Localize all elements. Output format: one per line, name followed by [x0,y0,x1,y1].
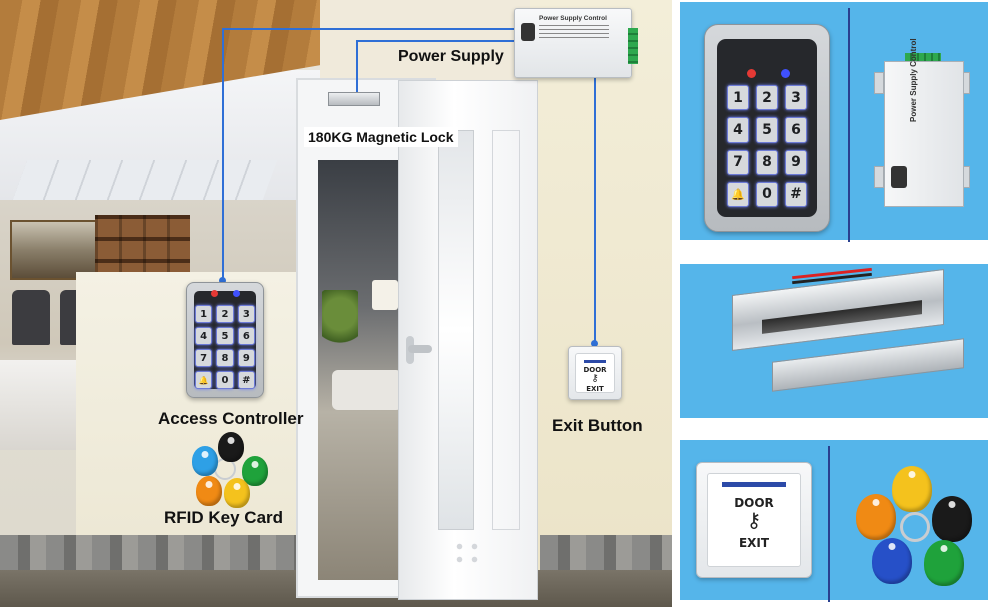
mounting-ear [874,166,884,188]
door-glass-panel [438,130,474,530]
power-supply-unit-large: Power Supply Control [884,38,964,207]
rfid-fob-green [924,540,964,586]
ceiling-light-panel [12,160,278,200]
sofa [332,370,402,410]
office-chair [12,290,50,345]
exit-button-face[interactable]: DOOR ⚷ EXIT [575,353,615,393]
rfid-fob-orange [196,476,222,506]
key-2[interactable]: 2 [756,85,778,111]
stone-baseboard [540,535,672,575]
panel-divider [828,446,830,602]
exit-button-device-large: DOOR ⚷ EXIT [696,462,812,578]
key-4[interactable]: 4 [727,117,749,143]
key-9[interactable]: 9 [785,149,807,175]
key-hash[interactable]: # [785,181,807,207]
mounting-ear [874,72,884,94]
key-7[interactable]: 7 [727,149,749,175]
terminal-block [905,53,941,63]
power-supply-unit: Power Supply Control [514,8,632,78]
magnetic-lock [328,92,380,106]
panel-divider [848,8,850,242]
exit-exit-text: EXIT [586,385,604,393]
key-0[interactable]: 0 [216,371,234,389]
key-6[interactable]: 6 [237,327,255,345]
exit-button-device: DOOR ⚷ EXIT [568,346,622,400]
door-side-panel [492,130,520,530]
door-vent-dots [452,540,482,566]
exit-door-text: DOOR [583,366,607,374]
key-0[interactable]: 0 [756,181,778,207]
key-9[interactable]: 9 [237,349,255,367]
exit-indicator-strip [584,360,606,363]
exit-button-label: Exit Button [552,416,643,435]
rfid-fob-green [242,456,268,486]
rfid-key-card-label: RFID Key Card [164,508,284,527]
wire-controller-vertical [222,28,224,280]
magnetic-lock-label: 180KG Magnetic Lock [304,127,458,147]
wire-lock-top [356,40,514,42]
key-hash[interactable]: # [237,371,255,389]
rfid-fob-black [218,432,244,462]
rfid-fob-orange [856,494,896,540]
access-controller-label: Access Controller [158,409,304,428]
access-controller-keypad-large: 1 2 3 4 5 6 7 8 9 🔔 0 # [704,24,830,232]
table-lamp [372,280,398,310]
key-3[interactable]: 3 [237,305,255,323]
installation-scene: Power Supply Control 1 2 3 4 5 6 7 8 9 🔔… [0,0,672,607]
key-1[interactable]: 1 [195,305,213,323]
wire-lock-vertical [356,40,358,94]
psu-title: Power Supply Control [909,38,918,122]
key-8[interactable]: 8 [756,149,778,175]
stone-baseboard [0,535,300,575]
wire-exit-vertical [594,78,596,344]
psu-title: Power Supply Control [539,15,607,22]
brand-logo-icon [521,23,535,41]
wire-node [219,277,226,284]
key-2[interactable]: 2 [216,305,234,323]
bell-icon[interactable]: 🔔 [727,181,749,207]
keypad-keys: 1 2 3 4 5 6 7 8 9 🔔 0 # [195,305,255,389]
key-7[interactable]: 7 [195,349,213,367]
exit-indicator-strip [722,482,786,487]
rfid-fob-yellow [892,466,932,512]
blue-led-icon [781,69,790,78]
psu-spec-lines [539,25,609,39]
exit-button-face[interactable]: DOOR ⚷ EXIT [707,473,801,567]
key-icon: ⚷ [746,508,762,532]
red-led-icon [211,290,218,297]
exit-door-text: DOOR [734,496,774,510]
key-6[interactable]: 6 [785,117,807,143]
key-4[interactable]: 4 [195,327,213,345]
rfid-fob-yellow [224,478,250,508]
door-handle [408,345,432,353]
terminal-block [628,28,638,64]
keypad-keys: 1 2 3 4 5 6 7 8 9 🔔 0 # [727,85,807,207]
key-3[interactable]: 3 [785,85,807,111]
power-supply-label: Power Supply [398,48,504,65]
bell-icon[interactable]: 🔔 [195,371,213,389]
wire-node [591,340,598,347]
rfid-fob-blue [872,538,912,584]
exit-exit-text: EXIT [738,536,770,550]
key-8[interactable]: 8 [216,349,234,367]
wire-controller-top [222,28,514,30]
red-led-icon [747,69,756,78]
key-ring [900,512,930,542]
access-controller-keypad: 1 2 3 4 5 6 7 8 9 🔔 0 # [186,282,264,398]
right-wall [530,0,672,607]
rfid-fob-blue-light [192,446,218,476]
key-1[interactable]: 1 [727,85,749,111]
potted-plant [322,290,358,350]
brand-logo-icon [891,166,907,188]
key-icon: ⚷ [591,373,599,384]
rfid-fob-black [932,496,972,542]
key-5[interactable]: 5 [756,117,778,143]
blue-led-icon [233,290,240,297]
key-5[interactable]: 5 [216,327,234,345]
wall-painting [10,220,100,280]
